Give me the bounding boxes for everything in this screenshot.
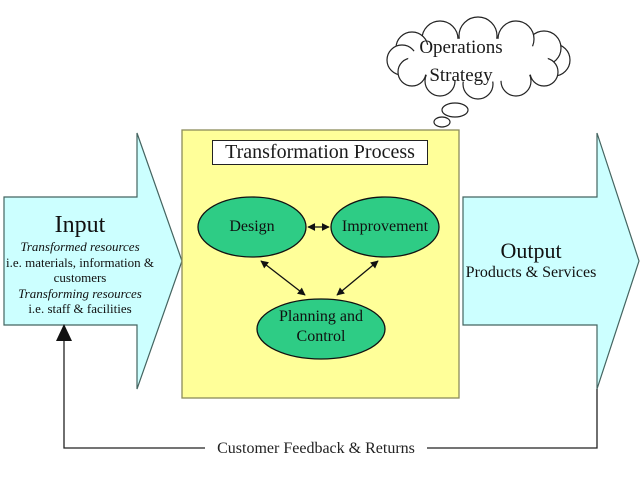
feedback-label: Customer Feedback & Returns <box>205 439 427 458</box>
input-line-staff: i.e. staff & facilities <box>28 301 132 316</box>
input-flow-arrow-shape <box>3 132 183 390</box>
improvement-node-label: Improvement <box>341 218 429 235</box>
improvement-planning-arrow <box>336 260 379 296</box>
planning-node-line1: Planning and <box>279 308 363 325</box>
feedback-arrowhead-icon <box>56 324 72 341</box>
operations-strategy-label: Operations Strategy <box>399 34 523 90</box>
operations-strategy-line1: Operations <box>419 37 503 58</box>
cloud-bubble-large-icon <box>441 102 469 118</box>
planning-node-line2: Control <box>296 328 346 345</box>
improvement-node-ellipse <box>330 196 440 258</box>
planning-node-ellipse <box>256 298 386 360</box>
input-block: Input Transformed resources i.e. materia… <box>0 211 160 317</box>
output-title: Output <box>500 238 562 263</box>
design-node-ellipse <box>197 196 307 258</box>
input-line-transformed: Transformed resources <box>20 239 140 254</box>
cloud-shape <box>386 16 571 100</box>
output-block: Output Products & Services <box>463 238 599 282</box>
design-node-label: Design <box>229 218 275 235</box>
input-title: Input <box>54 212 106 238</box>
input-line-transforming: Transforming resources <box>18 285 142 301</box>
output-subtitle: Products & Services <box>465 264 597 281</box>
process-title-box: Transformation Process <box>212 140 428 165</box>
input-line-customers: customers <box>53 270 107 285</box>
operations-strategy-line2: Strategy <box>429 65 493 86</box>
output-flow-arrow-shape <box>462 132 640 390</box>
planning-node-label: Planning and Control <box>257 307 385 347</box>
design-planning-arrow <box>260 260 306 296</box>
cloud-bubble-small-icon <box>433 116 451 128</box>
input-line-materials: i.e. materials, information & <box>5 254 154 270</box>
